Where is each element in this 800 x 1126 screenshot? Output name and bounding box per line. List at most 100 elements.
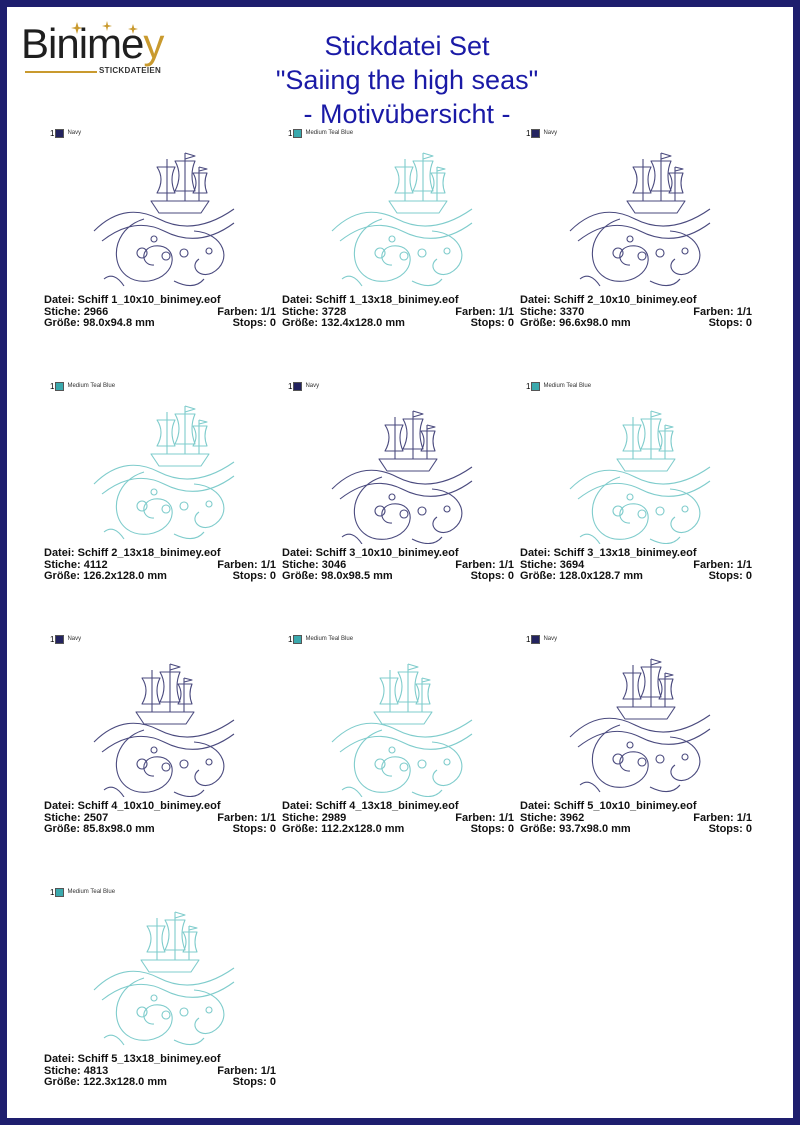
ship-embroidery-motif-icon (93, 405, 235, 540)
design-card-3[interactable]: 1 Navy Datei: Schiff 2_10x10_binimey.eof… (520, 127, 752, 367)
file-label: Datei: (44, 547, 75, 559)
design-size: 128.0x128.7 mm (559, 570, 643, 582)
stop-count: 0 (507, 317, 514, 329)
colors-label: Farben: (693, 811, 734, 824)
color-count: 1/1 (498, 811, 514, 824)
design-card-8[interactable]: 1 Medium Teal Blue Datei: Schiff 4_13x18… (282, 633, 514, 873)
size-label: Größe: (282, 570, 319, 582)
design-info: Datei: Schiff 1_13x18_binimey.eof Stiche… (282, 294, 514, 330)
design-card-4[interactable]: 1 Medium Teal Blue Datei: Schiff 2_13x18… (44, 380, 276, 620)
design-info: Datei: Schiff 1_10x10_binimey.eof Stiche… (44, 294, 276, 330)
title-line-2: "Saiing the high seas" (275, 65, 539, 95)
color-count: 1/1 (260, 1064, 276, 1077)
design-card-6[interactable]: 1 Medium Teal Blue Datei: Schiff 3_13x18… (520, 380, 752, 620)
size-row: Größe: 93.7x98.0 mm Stops: 0 (520, 823, 752, 836)
size-row: Größe: 132.4x128.0 mm Stops: 0 (282, 317, 514, 330)
stops-label: Stops: (708, 317, 743, 329)
color-count: 1/1 (498, 558, 514, 571)
design-card-7[interactable]: 1 Navy Datei: Schiff 4_10x10_binimey.eof… (44, 633, 276, 873)
size-row: Größe: 122.3x128.0 mm Stops: 0 (44, 1076, 276, 1089)
color-count: 1/1 (260, 558, 276, 571)
stops-label: Stops: (708, 823, 743, 835)
stitch-row: Stiche: 3370 Farben: 1/1 (520, 305, 752, 319)
color-name: Medium Teal Blue (67, 383, 116, 389)
file-label: Datei: (44, 1053, 75, 1065)
color-count: 1/1 (260, 811, 276, 824)
ship-embroidery-motif-icon (569, 658, 711, 793)
thread-color-legend: 1 Medium Teal Blue (50, 886, 115, 898)
stops-label: Stops: (708, 570, 743, 582)
stitches-label: Stiche: (520, 558, 557, 571)
ship-embroidery-motif-icon (331, 663, 473, 797)
file-row: Datei: Schiff 5_10x10_binimey.eof (520, 800, 752, 813)
file-label: Datei: (520, 294, 551, 306)
size-label: Größe: (44, 570, 81, 582)
color-index: 1 (288, 634, 293, 644)
size-label: Größe: (44, 1076, 81, 1088)
stitches-label: Stiche: (44, 305, 81, 318)
colors-label: Farben: (455, 305, 496, 318)
stitch-count: 2966 (83, 305, 109, 318)
file-row: Datei: Schiff 4_13x18_binimey.eof (282, 800, 514, 813)
file-name: Schiff 2_10x10_binimey.eof (553, 294, 697, 306)
color-name: Navy (305, 383, 320, 389)
file-name: Schiff 5_10x10_binimey.eof (553, 800, 697, 812)
size-row: Größe: 112.2x128.0 mm Stops: 0 (282, 823, 514, 836)
file-name: Schiff 4_13x18_binimey.eof (315, 800, 459, 812)
colors-label: Farben: (455, 811, 496, 824)
color-swatch (55, 634, 65, 644)
color-count: 1/1 (736, 305, 752, 318)
stitch-row: Stiche: 3962 Farben: 1/1 (520, 811, 752, 825)
file-label: Datei: (520, 800, 551, 812)
color-swatch (293, 381, 303, 391)
color-swatch (531, 128, 541, 138)
color-name: Navy (543, 130, 558, 136)
ship-embroidery-motif-icon (331, 152, 473, 287)
stitch-row: Stiche: 2989 Farben: 1/1 (282, 811, 514, 825)
color-name: Navy (67, 636, 82, 642)
file-name: Schiff 3_10x10_binimey.eof (315, 547, 459, 559)
file-label: Datei: (44, 800, 75, 812)
design-size: 98.0x98.5 mm (321, 570, 393, 582)
stitch-row: Stiche: 2507 Farben: 1/1 (44, 811, 276, 825)
size-label: Größe: (520, 570, 557, 582)
size-label: Größe: (282, 317, 319, 329)
colors-label: Farben: (693, 558, 734, 571)
design-card-9[interactable]: 1 Navy Datei: Schiff 5_10x10_binimey.eof… (520, 633, 752, 873)
stitch-count: 3370 (559, 305, 585, 318)
stitches-label: Stiche: (520, 811, 557, 824)
brand-name: Binimey (21, 20, 164, 67)
stop-count: 0 (745, 317, 752, 329)
design-size: 93.7x98.0 mm (559, 823, 631, 835)
thread-color-legend: 1 Medium Teal Blue (288, 127, 353, 139)
stitch-row: Stiche: 3046 Farben: 1/1 (282, 558, 514, 572)
file-name: Schiff 2_13x18_binimey.eof (77, 547, 221, 559)
file-row: Datei: Schiff 5_13x18_binimey.eof (44, 1053, 276, 1066)
stop-count: 0 (269, 570, 276, 582)
title-line-1: Stickdatei Set (324, 31, 490, 61)
stitch-count: 4813 (83, 1064, 109, 1077)
thread-color-legend: 1 Navy (526, 127, 557, 139)
stop-count: 0 (507, 570, 514, 582)
design-size: 122.3x128.0 mm (83, 1076, 167, 1088)
stitches-label: Stiche: (44, 558, 81, 571)
design-card-2[interactable]: 1 Medium Teal Blue Datei: Schiff 1_13x18… (282, 127, 514, 367)
design-info: Datei: Schiff 5_13x18_binimey.eof Stiche… (44, 1053, 276, 1089)
file-row: Datei: Schiff 2_13x18_binimey.eof (44, 547, 276, 560)
color-index: 1 (288, 381, 293, 391)
color-swatch (293, 128, 303, 138)
file-row: Datei: Schiff 4_10x10_binimey.eof (44, 800, 276, 813)
color-index: 1 (526, 634, 531, 644)
color-count: 1/1 (260, 305, 276, 318)
stitch-count: 4112 (83, 558, 108, 571)
color-index: 1 (50, 634, 55, 644)
size-row: Größe: 128.0x128.7 mm Stops: 0 (520, 570, 752, 583)
design-size: 112.2x128.0 mm (321, 823, 405, 835)
design-card-10[interactable]: 1 Medium Teal Blue Datei: Schiff 5_13x18… (44, 886, 276, 1126)
stop-count: 0 (269, 1076, 276, 1088)
stitches-label: Stiche: (282, 558, 319, 571)
file-row: Datei: Schiff 2_10x10_binimey.eof (520, 294, 752, 307)
design-card-1[interactable]: 1 Navy Datei: Schiff 1_10x10_binimey.eof… (44, 127, 276, 367)
design-card-5[interactable]: 1 Navy Datei: Schiff 3_10x10_binimey.eof… (282, 380, 514, 620)
